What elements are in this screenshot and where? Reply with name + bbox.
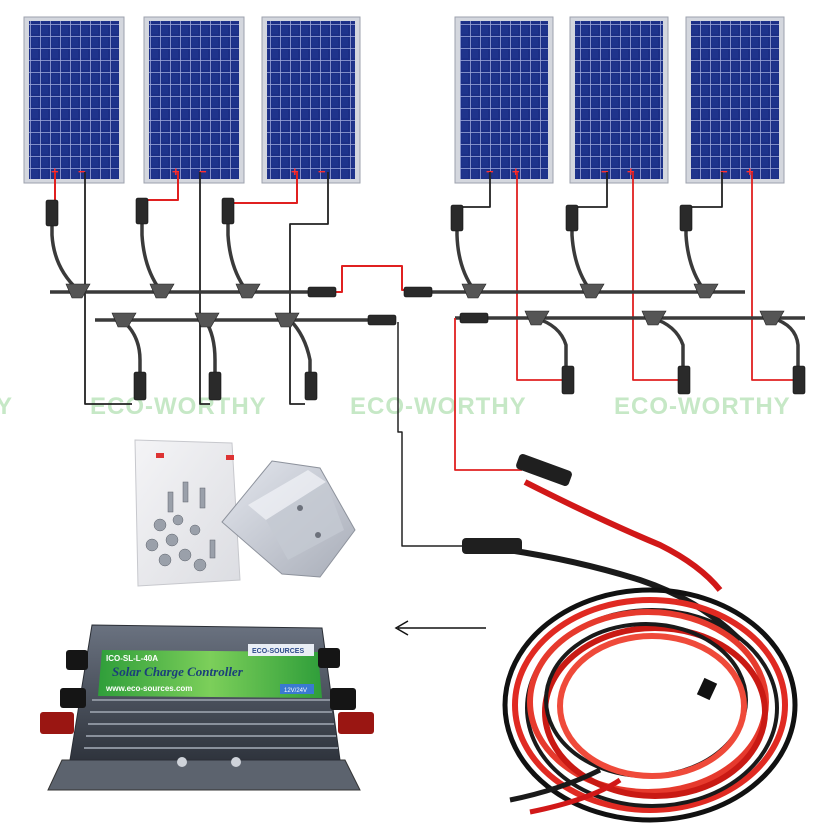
arrow-left-icon [394, 620, 486, 636]
controller-terminals [40, 648, 374, 734]
charge-controller: ECO-SOURCES ICO-SL-L-40A Solar Charge Co… [40, 624, 374, 791]
mc4-connectors [45, 197, 806, 401]
panel-4-plus: + [512, 164, 520, 179]
watermark-center: ECO-WORTHY [350, 393, 527, 420]
solar-panel-3: + − [261, 16, 361, 184]
panel-2-minus: − [199, 164, 207, 179]
panel-3-minus: − [318, 164, 326, 179]
panel-6-minus: − [720, 164, 728, 179]
y-branch-joints [65, 283, 785, 328]
panel-2-plus: + [172, 164, 180, 179]
panel-5-plus: + [627, 164, 635, 179]
panel-5-minus: − [601, 164, 609, 179]
solar-panel-2: + − [143, 16, 245, 184]
panel-1-plus: + [51, 164, 59, 179]
solar-panel-1: + − [23, 16, 125, 184]
panel-6-plus: + [746, 164, 754, 179]
watermark-center-left: ECO-WORTHY [90, 393, 267, 420]
solar-panel-5: − + [569, 16, 669, 184]
panel-4-minus: − [486, 164, 494, 179]
controller-url: www.eco-sources.com [105, 684, 192, 693]
controller-badge: 12V/24V [284, 688, 307, 694]
solar-panel-4: − + [454, 16, 554, 184]
panel-1-minus: − [78, 164, 86, 179]
extension-cable-coil [469, 479, 798, 823]
controller-title: Solar Charge Controller [112, 664, 244, 679]
extension-cable-connectors [462, 454, 572, 554]
watermark-right: ECO-WORTHY [614, 393, 791, 420]
wiring-left [50, 172, 466, 547]
solar-panel-6: − + [685, 16, 785, 184]
watermark-left: Y [0, 393, 13, 420]
panel-3-plus: + [291, 164, 299, 179]
controller-model: ICO-SL-L-40A [106, 654, 158, 663]
mounting-bracket [221, 460, 356, 578]
controller-brand: ECO-SOURCES [252, 648, 304, 655]
hardware-bag [134, 439, 241, 587]
